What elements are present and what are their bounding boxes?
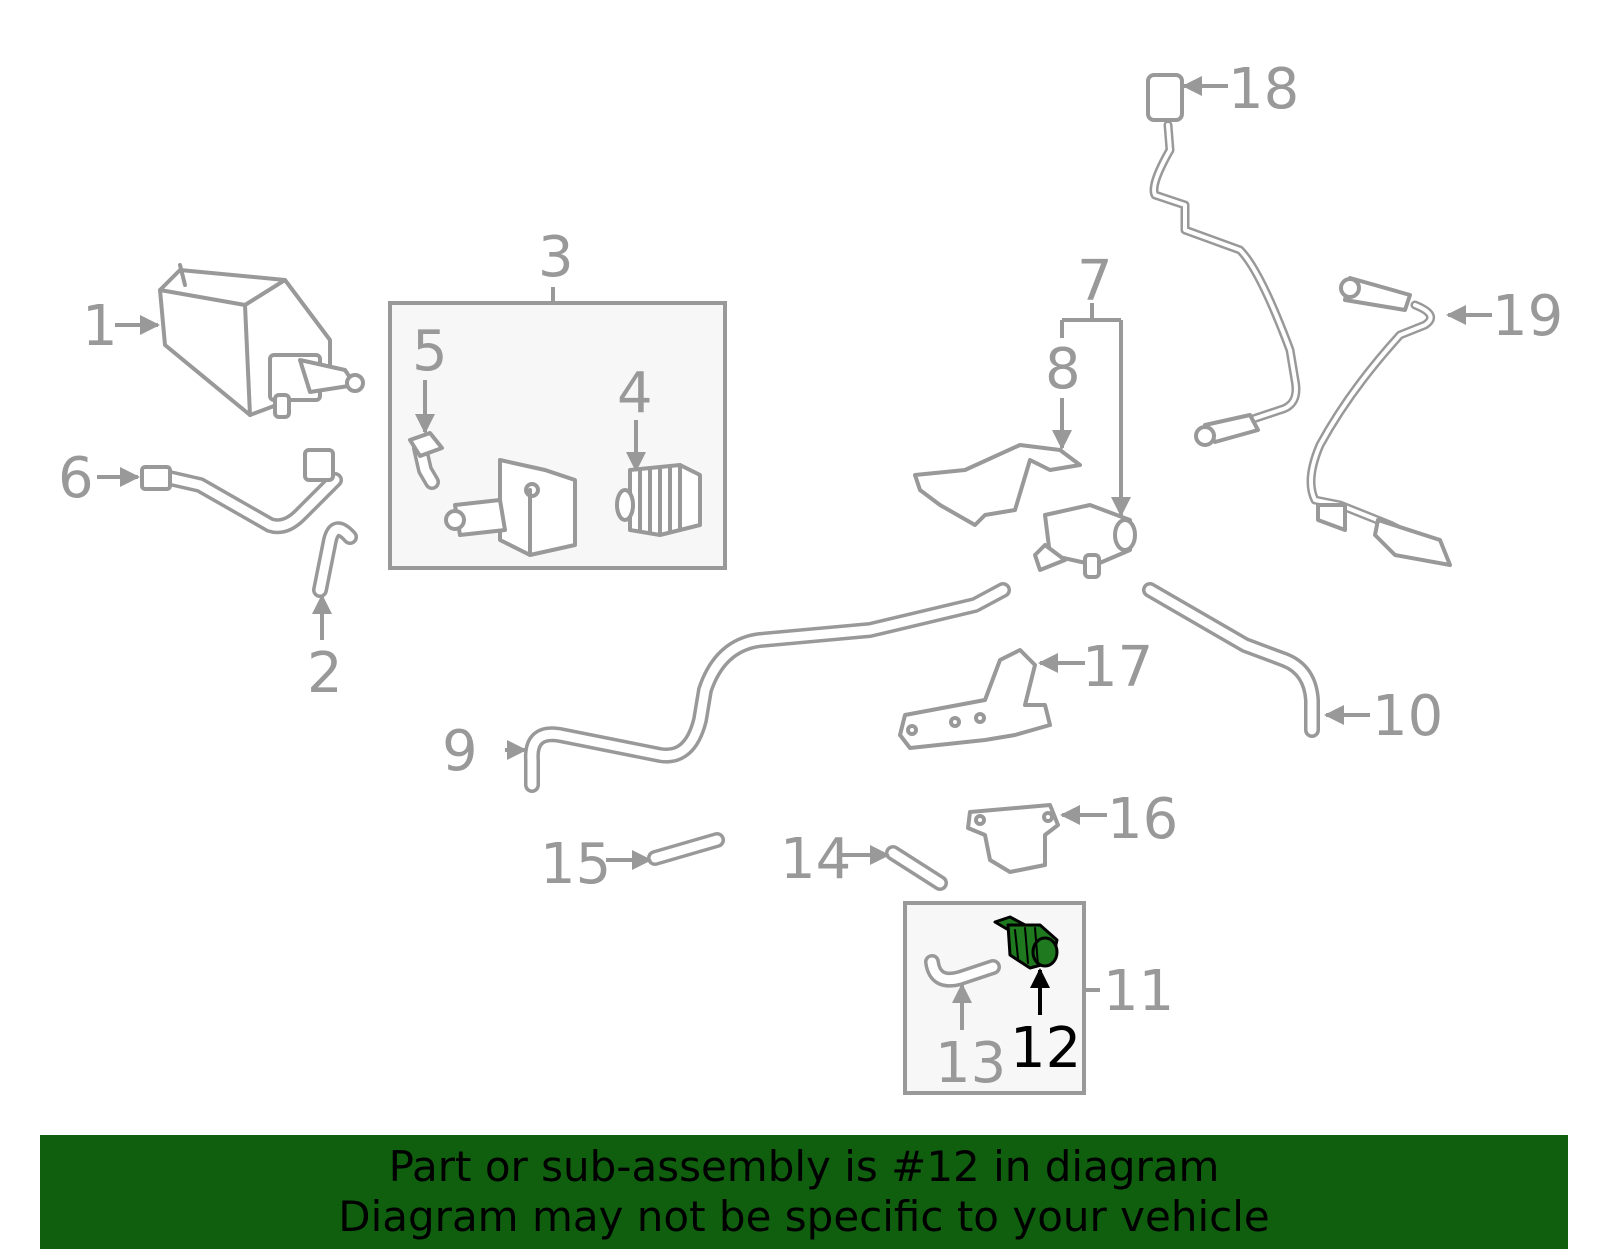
part-3-purge-valve	[444, 458, 577, 557]
part-18-oxygen-sensor	[1146, 73, 1301, 447]
part-4-module	[615, 463, 702, 537]
banner-line-part-number: Part or sub-assembly is #12 in diagram	[388, 1142, 1220, 1191]
label-9: 9	[442, 719, 478, 784]
part-8-bracket	[913, 443, 1082, 527]
part-7-vsv	[1033, 503, 1137, 579]
part-12-vsv-highlighted	[993, 915, 1059, 970]
label-5: 5	[412, 319, 448, 384]
part-14-hose	[885, 845, 948, 891]
label-14: 14	[780, 827, 851, 892]
label-13: 13	[935, 1031, 1006, 1096]
label-11: 11	[1103, 959, 1174, 1024]
group-box-11	[903, 901, 1086, 1095]
callout-arrows	[97, 76, 1492, 1030]
part-19-oxygen-sensor	[1306, 276, 1452, 567]
part-13-hose	[924, 954, 1001, 988]
part-10-hose	[1142, 582, 1320, 738]
label-3: 3	[538, 225, 574, 290]
label-12: 12	[1010, 1016, 1081, 1081]
label-7: 7	[1077, 249, 1113, 314]
label-16: 16	[1107, 787, 1178, 852]
part-labels: 1 2 3 4 5 6 7 8 9 10 11 12 13 14 15 16 1…	[58, 57, 1563, 1096]
label-4: 4	[617, 361, 653, 426]
part-17-bracket	[898, 648, 1052, 750]
part-9-hose	[523, 582, 1011, 793]
part-16-bracket	[966, 803, 1060, 874]
label-19: 19	[1492, 284, 1563, 349]
info-banner: Part or sub-assembly is #12 in diagram D…	[40, 1135, 1568, 1249]
part-1-canister	[158, 263, 365, 419]
part-15-hose	[647, 832, 725, 866]
label-6: 6	[58, 446, 94, 511]
label-2: 2	[307, 641, 343, 706]
banner-line-disclaimer: Diagram may not be specific to your vehi…	[338, 1192, 1270, 1241]
part-2-hose	[312, 521, 358, 598]
label-17: 17	[1082, 635, 1153, 700]
label-8: 8	[1045, 337, 1081, 402]
label-10: 10	[1372, 684, 1443, 749]
part-5-valve	[408, 431, 444, 490]
part-6-hose	[140, 448, 343, 535]
label-1: 1	[82, 294, 118, 359]
label-18: 18	[1228, 57, 1299, 122]
label-15: 15	[540, 832, 611, 897]
